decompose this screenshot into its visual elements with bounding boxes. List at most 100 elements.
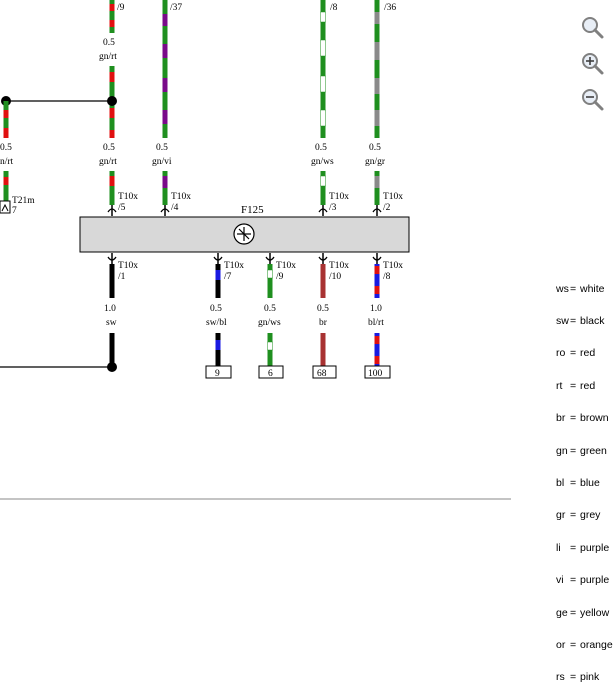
legend-row: li=purple (556, 541, 610, 554)
ref-box-4[interactable] (312, 365, 337, 379)
legend-row: br=brown (556, 412, 609, 425)
pin-bottom-3-label: T10x (276, 261, 296, 271)
legend-row: rt=red (556, 379, 596, 392)
pin-bottom-4: T10x /10 (318, 253, 349, 282)
pin-top-2-label: T10x (171, 192, 191, 202)
wire-size-1: 0.5 (103, 143, 115, 153)
wire-b3-color: gn/ws (258, 318, 281, 328)
left-wire-color: n/rt (0, 157, 14, 167)
pressure-switch-icon (233, 223, 255, 245)
wire-top-num-2: /37 (170, 3, 182, 13)
pin-top-2: T10x /4 (160, 192, 191, 216)
wire-gn-rt-lower-2 (109, 171, 115, 205)
wire-color-1: gn/rt (99, 157, 117, 167)
wire-sw-bl-lower (215, 333, 221, 366)
wire-size-3: 0.5 (315, 143, 327, 153)
wire-gn-vi (162, 0, 168, 138)
ref-box-5[interactable] (364, 365, 391, 379)
wire-size-2: 0.5 (156, 143, 168, 153)
legend-row: gn=green (556, 444, 607, 457)
wire-top-num-1: /9 (117, 3, 125, 13)
pin-bottom-5-label: T10x (383, 261, 403, 271)
wiring-diagram: /9 0.5 gn/rt 0.5 n/rt T21m 7 /37 0.5 gn/… (0, 0, 511, 500)
search-icon[interactable] (580, 14, 606, 42)
pin-top-3-label: T10x (329, 192, 349, 202)
pin-bottom-3: T10x /9 (265, 253, 296, 282)
wire-color-4: gn/gr (365, 157, 386, 167)
wire-top-num-4: /36 (384, 3, 396, 13)
ref-box-2-label[interactable]: 9 (215, 369, 220, 379)
pin-bottom-2-label: T10x (224, 261, 244, 271)
ref-box-5-label[interactable]: 100 (368, 369, 383, 379)
connector-t21m-pin: 7 (12, 206, 17, 216)
wire-b4-color: br (319, 318, 328, 328)
legend-row: gr=grey (556, 509, 601, 522)
pin-bottom-1-num: /1 (118, 272, 126, 282)
ref-box-4-label[interactable]: 68 (317, 369, 327, 379)
pin-top-4-num: /2 (383, 203, 391, 213)
pin-top-4-label: T10x (383, 192, 403, 202)
wire-top-num-3: /8 (330, 3, 338, 13)
pin-top-3: T10x /3 (318, 192, 349, 216)
wire-b4-size: 0.5 (317, 304, 329, 314)
wire-left-lower (3, 171, 9, 201)
zoom-out-icon[interactable] (580, 86, 606, 114)
left-wire-size: 0.5 (0, 143, 12, 153)
pin-bottom-2: T10x /7 (213, 253, 244, 282)
wire-gn-ws-bottom-upper (267, 264, 273, 298)
wire-sw-upper (109, 264, 115, 298)
legend-row: ge=yellow (556, 606, 610, 619)
wire-color-3: gn/ws (311, 157, 334, 167)
zoom-toolbar (580, 14, 608, 122)
color-legend: ws=white sw=black ro=red rt=red br=brown… (556, 262, 613, 694)
wire-br-upper (320, 264, 326, 298)
wire-gn-ws-lower (320, 171, 326, 205)
wire-color-2: gn/vi (152, 157, 172, 167)
wire-b3-size: 0.5 (264, 304, 276, 314)
wire-left-branch (3, 101, 9, 138)
wire-b5-color: bl/rt (368, 318, 384, 328)
wire-sw-bl-upper (215, 264, 221, 298)
pin-bottom-1-label: T10x (118, 261, 138, 271)
pin-bottom-5-num: /8 (383, 272, 391, 282)
legend-row: ws=white (556, 282, 605, 295)
ref-box-2[interactable] (205, 365, 232, 379)
legend-row: sw=black (556, 314, 605, 327)
wire-top-color-1: gn/rt (99, 52, 117, 62)
legend-row: or=orange (556, 638, 613, 651)
ref-box-3-label[interactable]: 6 (268, 369, 273, 379)
pin-bottom-1: T10x /1 (107, 253, 138, 282)
pin-bottom-4-num: /10 (329, 272, 341, 282)
wire-sw-lower (109, 333, 115, 367)
wire-br-lower (320, 333, 326, 366)
pin-bottom-4-label: T10x (329, 261, 349, 271)
wire-bl-rt-upper (374, 264, 380, 298)
wire-top-size-1: 0.5 (103, 38, 115, 48)
wire-gn-ws-bottom-lower (267, 333, 273, 366)
connector-t21m-box (0, 200, 11, 214)
wire-gn-vi-lower (162, 171, 168, 205)
wire-gn-ws (320, 0, 326, 138)
wire-b2-size: 0.5 (210, 304, 222, 314)
wire-b5-size: 1.0 (370, 304, 382, 314)
legend-row: ro=red (556, 347, 596, 360)
pin-top-4: T10x /2 (372, 192, 403, 216)
wire-b2-color: sw/bl (206, 318, 227, 328)
pin-top-2-num: /4 (171, 203, 179, 213)
wire-gn-gr (374, 0, 380, 138)
wire-gn-rt-upper (109, 0, 115, 33)
zoom-in-icon[interactable] (580, 50, 606, 78)
pin-bottom-2-num: /7 (224, 272, 232, 282)
legend-row: rs=pink (556, 671, 600, 684)
wire-bl-rt-lower (374, 333, 380, 366)
pin-top-1: T10x /5 (107, 192, 138, 216)
pin-top-1-label: T10x (118, 192, 138, 202)
pin-bottom-5: T10x /8 (372, 253, 403, 282)
legend-row: vi=purple (556, 574, 610, 587)
component-name: F125 (241, 204, 264, 216)
pin-top-3-num: /3 (329, 203, 337, 213)
wire-b1-color: sw (106, 318, 117, 328)
ref-box-3[interactable] (258, 365, 284, 379)
connector-t21m-name: T21m (12, 196, 35, 206)
pin-top-1-num: /5 (118, 203, 126, 213)
